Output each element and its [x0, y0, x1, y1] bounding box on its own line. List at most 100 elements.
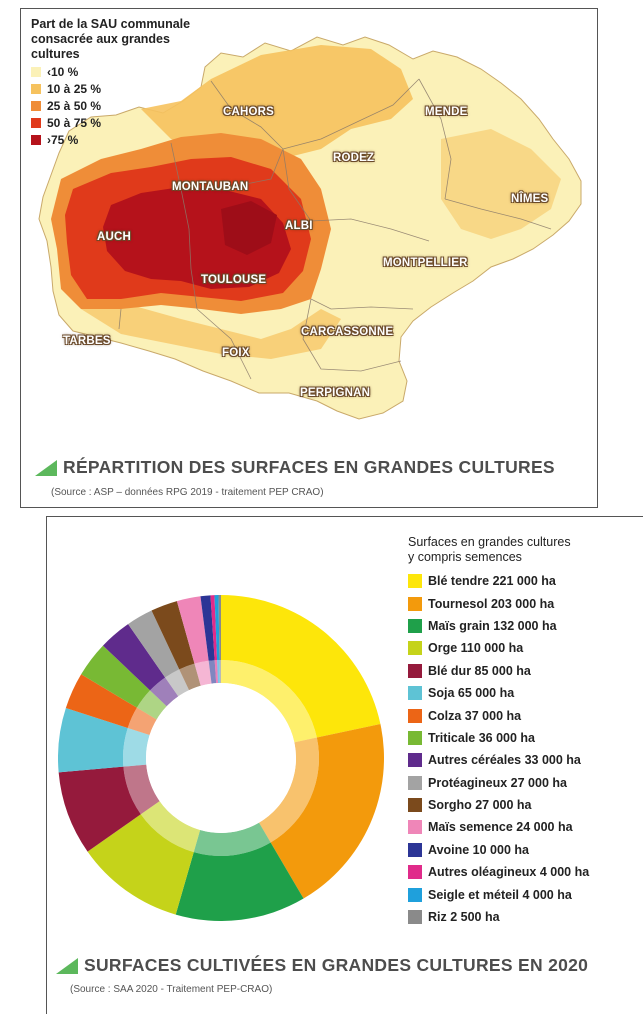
chart-legend-label: Sorgho 27 000 ha: [428, 798, 532, 813]
chart-legend-swatch: [408, 730, 422, 745]
donut-inner-ring: [122, 660, 319, 856]
chart-legend-swatch: [408, 887, 422, 902]
chart-legend-swatch: [408, 596, 422, 611]
chart-legend: Surfaces en grandes cultures y compris s…: [408, 535, 643, 928]
chart-legend-items: Blé tendre 221 000 ha Tournesol 203 000 h…: [408, 570, 643, 928]
chart-legend-item: Soja 65 000 ha: [408, 682, 643, 704]
slice-inner-autres-cereales: [150, 677, 179, 707]
map-legend: Part de la SAU communale consacrée aux g…: [31, 17, 231, 148]
donut-hole: [146, 683, 296, 833]
chart-legend-label: Maïs semence 24 000 ha: [428, 820, 573, 835]
city-label-rodez: RODEZ: [333, 152, 375, 164]
chart-legend-item: Maïs semence 24 000 ha: [408, 816, 643, 838]
legend-label: ›75 %: [47, 133, 79, 147]
chart-legend-label: Seigle et méteil 4 000 ha: [428, 887, 572, 902]
chart-legend-label: Protéagineux 27 000 ha: [428, 775, 567, 790]
chart-legend-item: Autres céréales 33 000 ha: [408, 749, 643, 771]
chart-legend-item: Blé dur 85 000 ha: [408, 660, 643, 682]
chart-legend-swatch: [408, 663, 422, 678]
chart-legend-item: Blé tendre 221 000 ha: [408, 570, 643, 592]
chart-legend-item: Avoine 10 000 ha: [408, 839, 643, 861]
chart-legend-label: Blé tendre 221 000 ha: [428, 574, 556, 589]
legend-title-line: cultures: [31, 47, 80, 61]
chart-legend-item: Triticale 36 000 ha: [408, 727, 643, 749]
map-panel: Part de la SAU communale consacrée aux g…: [20, 8, 598, 508]
legend-swatch: [31, 135, 41, 145]
chart-legend-swatch: [408, 798, 422, 813]
legend-title-line: consacrée aux grandes: [31, 32, 170, 46]
city-label-foix: FOIX: [222, 347, 250, 359]
leaf-icon: [56, 957, 78, 974]
chart-legend-item: Sorgho 27 000 ha: [408, 794, 643, 816]
donut-chart: [58, 595, 384, 921]
chart-legend-swatch: [408, 686, 422, 701]
chart-legend-swatch: [408, 865, 422, 880]
slice-inner-avoine: [208, 660, 217, 684]
zone-10-25-south: [81, 305, 341, 359]
legend-item: 25 à 50 %: [31, 98, 231, 114]
chart-legend-label: Tournesol 203 000 ha: [428, 596, 555, 611]
slice-mais-grain: [175, 842, 304, 921]
chart-legend-title-line: Surfaces en grandes cultures: [408, 535, 571, 549]
map-source: (Source : ASP – données RPG 2019 - trait…: [51, 487, 324, 498]
legend-label: 50 à 75 %: [47, 116, 102, 130]
chart-title: SURFACES CULTIVÉES EN GRANDES CULTURES E…: [56, 955, 588, 976]
city-label-tarbes: TARBES: [63, 335, 111, 347]
slice-ble-dur: [58, 766, 141, 852]
chart-legend-swatch: [408, 910, 422, 925]
chart-legend-item: Colza 37 000 ha: [408, 704, 643, 726]
slice-triticale: [81, 645, 151, 708]
slice-ble-tendre: [221, 595, 381, 738]
slice-riz: [218, 595, 221, 661]
slice-inner-soja: [122, 727, 150, 767]
chart-legend-item: Riz 2 500 ha: [408, 906, 643, 928]
slice-inner-colza: [127, 707, 157, 735]
slice-inner-mais-grain: [193, 822, 271, 856]
city-label-montpellier: MONTPELLIER: [383, 257, 468, 269]
chart-legend-item: Tournesol 203 000 ha: [408, 592, 643, 614]
slice-inner-sorgho: [179, 663, 201, 691]
slice-seigle-et-meteil: [214, 595, 220, 661]
legend-title-line: Part de la SAU communale: [31, 17, 191, 31]
legend-item: 10 à 25 %: [31, 81, 231, 97]
chart-legend-swatch: [408, 641, 422, 656]
slice-colza: [65, 674, 137, 728]
chart-legend-label: Autres céréales 33 000 ha: [428, 753, 581, 768]
city-label-auch: AUCH: [97, 231, 132, 243]
slice-tournesol: [270, 724, 384, 899]
legend-item: 50 à 75 %: [31, 115, 231, 131]
legend-label: ‹10 %: [47, 65, 79, 79]
legend-swatch: [31, 118, 41, 128]
leaf-icon: [35, 459, 57, 476]
zone-10-25-north: [141, 45, 413, 159]
slice-inner-triticale: [136, 690, 167, 720]
chart-legend-label: Orge 110 000 ha: [428, 641, 524, 656]
chart-legend-label: Maïs grain 132 000 ha: [428, 618, 557, 633]
slice-inner-riz: [219, 660, 221, 684]
slice-inner-orge: [140, 801, 201, 853]
chart-legend-swatch: [408, 775, 422, 790]
chart-legend-item: Autres oléagineux 4 000 ha: [408, 861, 643, 883]
slice-soja: [58, 708, 128, 773]
legend-swatch: [31, 101, 41, 111]
chart-legend-label: Blé dur 85 000 ha: [428, 663, 531, 678]
city-label-nimes: NÎMES: [511, 193, 549, 205]
chart-legend-item: Seigle et méteil 4 000 ha: [408, 883, 643, 905]
city-label-carcassonne: CARCASSONNE: [301, 326, 394, 338]
legend-swatch: [31, 67, 41, 77]
zone-over-75-b: [221, 201, 277, 255]
slice-avoine: [200, 595, 215, 661]
legend-swatch: [31, 84, 41, 94]
chart-legend-swatch: [408, 708, 422, 723]
city-label-cahors: CAHORS: [223, 106, 275, 118]
city-label-toulouse: TOULOUSE: [201, 274, 267, 286]
city-label-montauban: MONTAUBAN: [172, 181, 249, 193]
legend-item: ‹10 %: [31, 64, 231, 80]
chart-legend-swatch: [408, 618, 422, 633]
chart-legend-label: Autres oléagineux 4 000 ha: [428, 865, 590, 880]
city-label-perpignan: PERPIGNAN: [300, 387, 371, 399]
city-label-mende: MENDE: [425, 106, 468, 118]
legend-label: 10 à 25 %: [47, 82, 102, 96]
chart-legend-label: Colza 37 000 ha: [428, 708, 522, 723]
map-title-text: RÉPARTITION DES SURFACES EN GRANDES CULT…: [63, 457, 555, 477]
